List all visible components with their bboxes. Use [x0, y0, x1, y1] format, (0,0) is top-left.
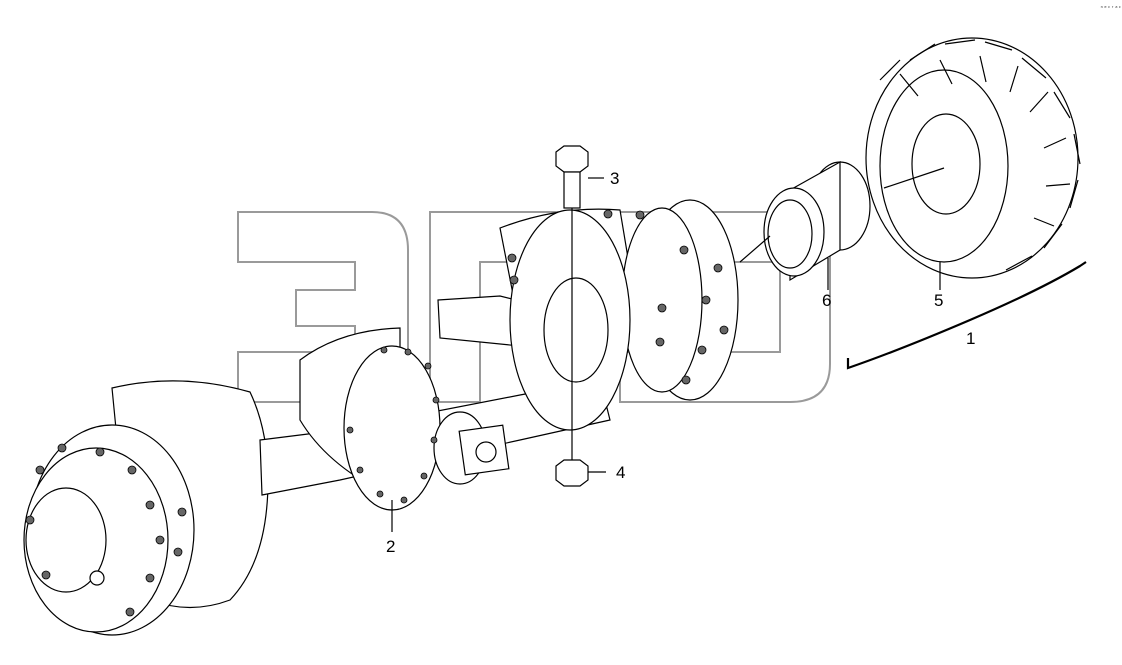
- mounting-nut: [555, 459, 589, 487]
- housing-bolts: [346, 346, 440, 504]
- right-hub-bolts: [507, 209, 729, 385]
- tire: [865, 37, 1081, 279]
- callout-tire: 5: [934, 291, 943, 310]
- callout-bolt: 3: [610, 169, 619, 188]
- mounting-bolt: [555, 145, 589, 460]
- leader-lines: [391, 167, 1087, 532]
- right-wheel-hub: [499, 199, 739, 431]
- callout-nut: 4: [616, 463, 625, 482]
- corner-mark: ⁿᵉᶜʳᵃᶜ: [1100, 5, 1122, 12]
- left-hub-bolts: [25, 443, 187, 617]
- callout-axle: 2: [386, 537, 395, 556]
- callout-assembly: 1: [966, 329, 975, 348]
- tire-tread: [879, 39, 1081, 271]
- callout-rim: 6: [822, 291, 831, 310]
- callouts: 1 2 3 4 5 6: [386, 169, 975, 556]
- left-wheel-hub: [23, 380, 269, 636]
- wheel-rim: [739, 160, 871, 282]
